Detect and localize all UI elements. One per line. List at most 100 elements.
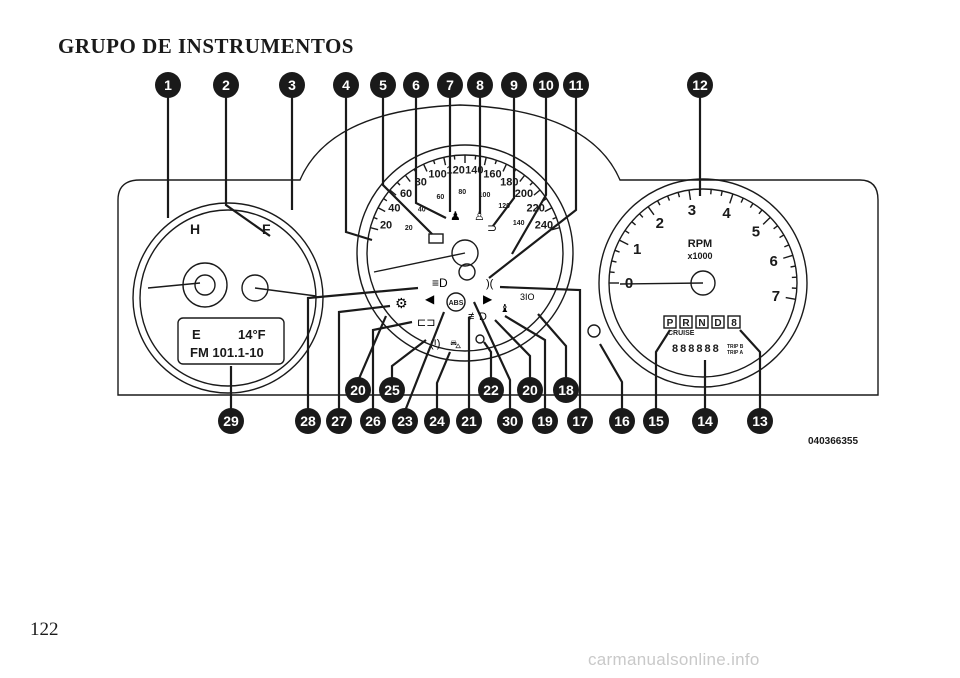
callout-25: 25 [379, 377, 405, 403]
speedo-label: 180 [500, 177, 518, 189]
battery-icon [428, 233, 444, 244]
tach-tick [614, 249, 620, 253]
gear-box-D: D [711, 315, 725, 329]
tach-label: 2 [656, 215, 664, 232]
speedo-label: 80 [415, 177, 427, 189]
speedo-tick [533, 189, 541, 196]
svg-text:15: 15 [648, 413, 664, 429]
trip-a-label: TRIP A [727, 350, 744, 356]
speedo-label: 20 [380, 219, 392, 231]
callout-22: 22 [478, 377, 504, 403]
tach-tick [783, 254, 794, 259]
tach-tick [762, 216, 771, 225]
svg-text:17: 17 [572, 413, 588, 429]
svg-text:22: 22 [483, 382, 499, 398]
tach-tick [624, 229, 630, 234]
speedo-inner-label: 120 [498, 203, 510, 210]
callout-28: 28 [295, 408, 321, 434]
speedo-label: 200 [515, 188, 533, 200]
svg-text:8: 8 [476, 77, 484, 93]
tach-tick [758, 209, 763, 215]
temp-hot-label: H [190, 221, 200, 237]
svg-text:24: 24 [429, 413, 445, 429]
fog-icon: ≢D [468, 311, 487, 323]
leader-lines [166, 96, 762, 412]
svg-text:7: 7 [446, 77, 454, 93]
left-gauge: H F E 14°F FM 101.1-10 [132, 202, 324, 394]
tach-label: 1 [633, 241, 641, 258]
traction-icon: ⛍ [450, 339, 461, 351]
callout-26: 26 [360, 408, 386, 434]
speedo-tick [519, 174, 526, 183]
tach-tick [619, 239, 629, 246]
gear-box-R: R [679, 315, 693, 329]
callout-2: 2 [213, 72, 239, 98]
gear-box-N: N [695, 315, 709, 329]
cluster-housing [117, 104, 879, 396]
callout-23: 23 [392, 408, 418, 434]
callout-17: 17 [567, 408, 593, 434]
callout-14: 14 [692, 408, 718, 434]
small-indicator-icon [475, 334, 485, 344]
tach-tick [790, 265, 796, 268]
svg-text:30: 30 [502, 413, 518, 429]
svg-text:2: 2 [222, 77, 230, 93]
speedo-label: 40 [388, 203, 400, 215]
page-heading: GRUPO DE INSTRUMENTOS [58, 34, 354, 58]
speedo-label: 60 [400, 188, 412, 200]
tach-tick [631, 221, 636, 226]
tach-label: 4 [722, 205, 731, 222]
speedo-tick [502, 163, 508, 172]
speedo-tick [396, 181, 401, 186]
speedo-label: 160 [483, 169, 501, 181]
tach-tick [638, 213, 644, 218]
callouts-middle-row: 20 25 22 20 18 [345, 377, 579, 403]
svg-text:26: 26 [365, 413, 381, 429]
seatbelt-icon: ♟ [450, 209, 461, 223]
speedo-inner-label: 140 [513, 220, 525, 227]
callout-5: 5 [370, 72, 396, 98]
tach-tick [609, 271, 615, 274]
speedo-tick [544, 207, 553, 213]
svg-text:R: R [682, 318, 690, 329]
fuel-full-label: F [262, 221, 271, 237]
speedo-tick [432, 159, 436, 165]
indicator-lamp [587, 324, 601, 338]
tach-tick [611, 260, 617, 263]
svg-text:12: 12 [692, 77, 708, 93]
speedo-tick [383, 197, 388, 202]
callout-20: 20 [345, 377, 371, 403]
tpms-icon: (!) [430, 338, 440, 350]
svg-text:D: D [714, 318, 721, 329]
callout-13: 13 [747, 408, 773, 434]
speedo-label: 240 [535, 219, 553, 231]
svg-text:20: 20 [522, 382, 538, 398]
radio-station: FM 101.1-10 [190, 345, 264, 360]
turn-left-icon: ◀ [425, 292, 435, 306]
speedo-tick [552, 216, 557, 220]
speedo-tick [404, 174, 411, 183]
info-display [177, 317, 285, 365]
speedo-tick [373, 216, 378, 220]
callout-6: 6 [403, 72, 429, 98]
svg-text:8: 8 [731, 318, 737, 329]
tach-tick [729, 193, 734, 204]
callout-4: 4 [333, 72, 359, 98]
airbag-icon: ♙ [474, 209, 485, 223]
transfer-case-icon: 3IO [520, 292, 535, 302]
odometer-digits: 888888 [672, 343, 721, 355]
svg-text:28: 28 [300, 413, 316, 429]
callout-29: 29 [218, 408, 244, 434]
speedo-inner-label: 80 [458, 189, 466, 196]
speedo-inner-label: 40 [418, 207, 426, 214]
svg-text:18: 18 [558, 382, 574, 398]
oil-pressure-icon: ⊃ [487, 221, 497, 235]
callout-15: 15 [643, 408, 669, 434]
tach-tick [656, 200, 661, 206]
tach-tick [647, 206, 655, 216]
callout-20: 20 [517, 377, 543, 403]
svg-text:29: 29 [223, 413, 239, 429]
callout-18: 18 [553, 377, 579, 403]
speedo-label: 100 [428, 169, 446, 181]
